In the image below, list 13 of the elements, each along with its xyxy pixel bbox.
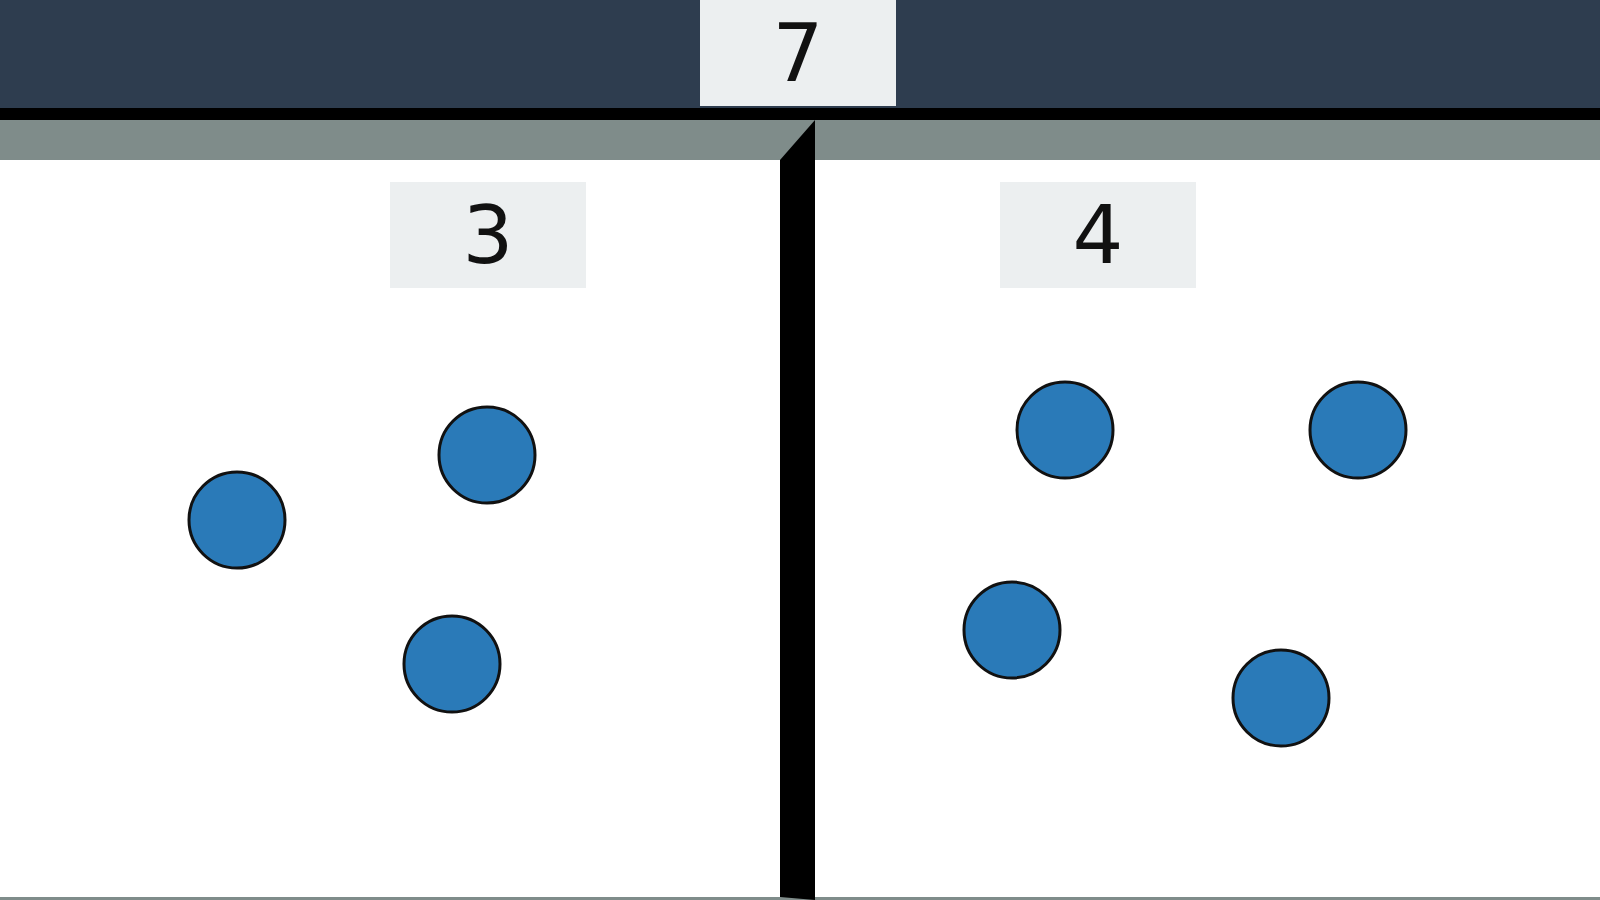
number-label: 7 — [700, 0, 896, 106]
part-panel — [815, 120, 1600, 900]
counter-dot — [1308, 380, 1408, 480]
number-label: 3 — [390, 182, 586, 288]
number-label: 4 — [1000, 182, 1196, 288]
counter-dot — [402, 614, 502, 714]
counter-dot — [1231, 648, 1331, 748]
counter-dot — [437, 405, 537, 505]
part-panel — [0, 120, 815, 900]
counter-dot — [187, 470, 287, 570]
whole-bar — [0, 0, 1600, 108]
counter-dot — [1015, 380, 1115, 480]
counter-dot — [962, 580, 1062, 680]
